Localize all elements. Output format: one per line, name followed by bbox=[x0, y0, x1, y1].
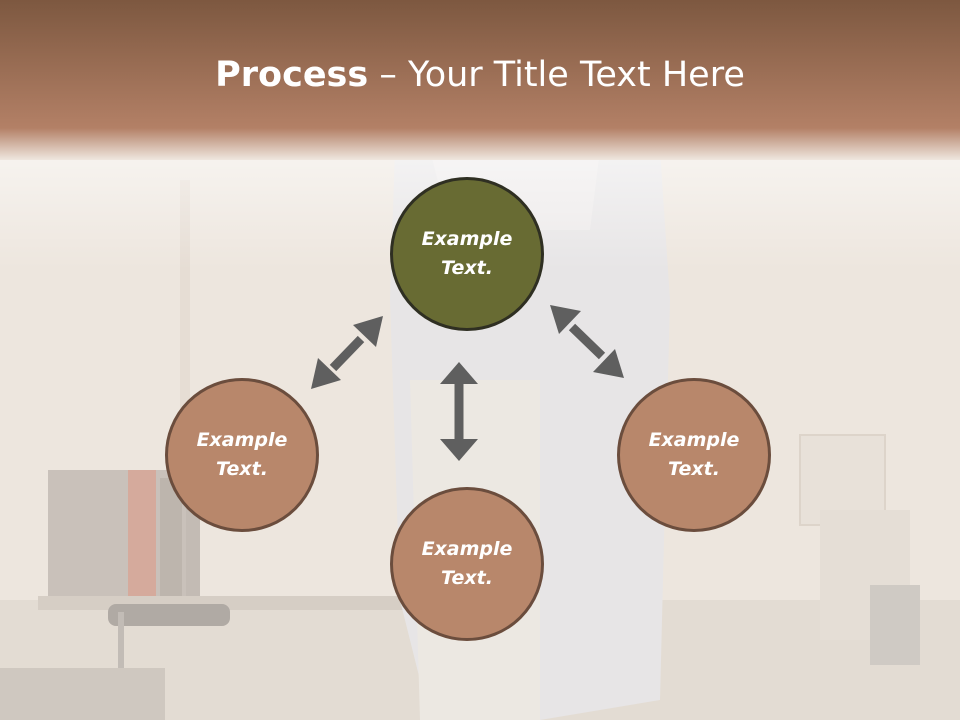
node-bottom-line1: Example bbox=[421, 538, 513, 560]
process-node-top[interactable]: Example Text. bbox=[390, 177, 544, 331]
node-right-line1: Example bbox=[648, 429, 740, 451]
node-top-line2: Text. bbox=[441, 257, 493, 279]
title-bold: Process bbox=[215, 55, 369, 95]
node-right-line2: Text. bbox=[668, 458, 720, 480]
process-node-bottom[interactable]: Example Text. bbox=[390, 487, 544, 641]
node-bottom-line2: Text. bbox=[441, 567, 493, 589]
node-left-line1: Example bbox=[196, 429, 288, 451]
node-bottom-text: Example Text. bbox=[407, 535, 527, 593]
node-right-text: Example Text. bbox=[634, 426, 754, 484]
node-top-text: Example Text. bbox=[407, 225, 527, 283]
node-top-line1: Example bbox=[421, 228, 513, 250]
title-rest: – Your Title Text Here bbox=[368, 55, 745, 95]
process-node-left[interactable]: Example Text. bbox=[165, 378, 319, 532]
slide-title: Process – Your Title Text Here bbox=[0, 50, 960, 100]
node-left-text: Example Text. bbox=[182, 426, 302, 484]
node-left-line2: Text. bbox=[216, 458, 268, 480]
process-node-right[interactable]: Example Text. bbox=[617, 378, 771, 532]
